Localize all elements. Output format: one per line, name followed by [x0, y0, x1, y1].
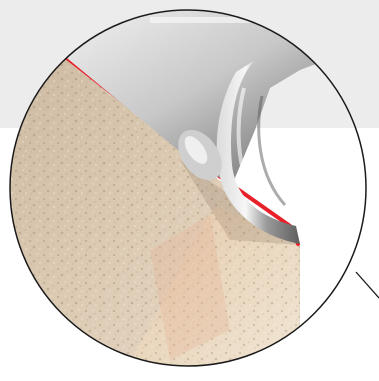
callout-line-icon	[356, 272, 379, 298]
